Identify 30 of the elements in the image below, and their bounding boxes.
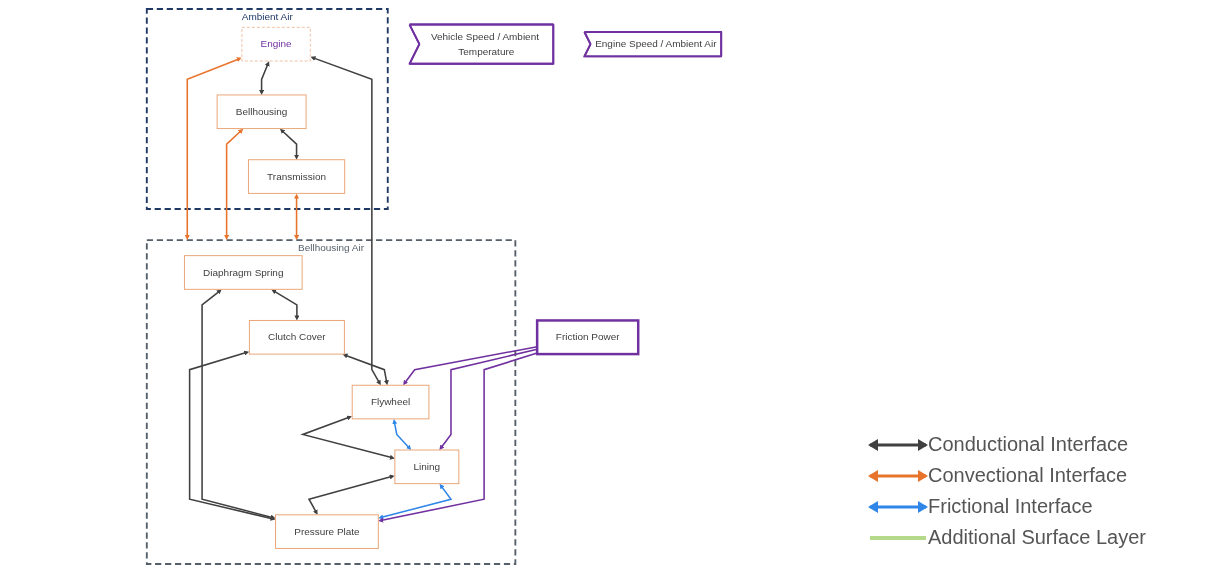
arrow [342,353,389,386]
node-box: Friction Power [535,319,640,356]
arrow [403,345,538,386]
arrow [271,289,300,321]
node-box: Pressure Plate [275,514,379,549]
arrow [184,57,242,241]
node-box: Transmission [247,159,346,194]
node-box: Flywheel [351,384,430,420]
arrow [224,128,244,241]
node-box: Bellhousing [216,94,307,130]
arrow [310,56,381,386]
arrow [378,483,453,520]
node-box: Diaphragm Spring [183,255,303,290]
legend-label: Convectional Interface [928,464,1127,487]
arrow [392,419,412,450]
arrow [294,193,300,241]
arrow [259,61,270,95]
arrow [378,352,538,523]
node-box: Engine [241,27,311,62]
arrow [307,474,395,515]
node-box: Clutch Cover [248,320,345,355]
node-box: Lining [394,449,460,485]
arrow [439,348,538,450]
arrow [188,350,276,521]
arrow [279,128,300,160]
arrow [300,415,395,460]
legend-label: Conductional Interface [928,433,1129,456]
arrow [201,289,276,520]
legend-label: Additional Surface Layer [928,526,1146,549]
legend-label: Frictional Interface [928,495,1093,518]
